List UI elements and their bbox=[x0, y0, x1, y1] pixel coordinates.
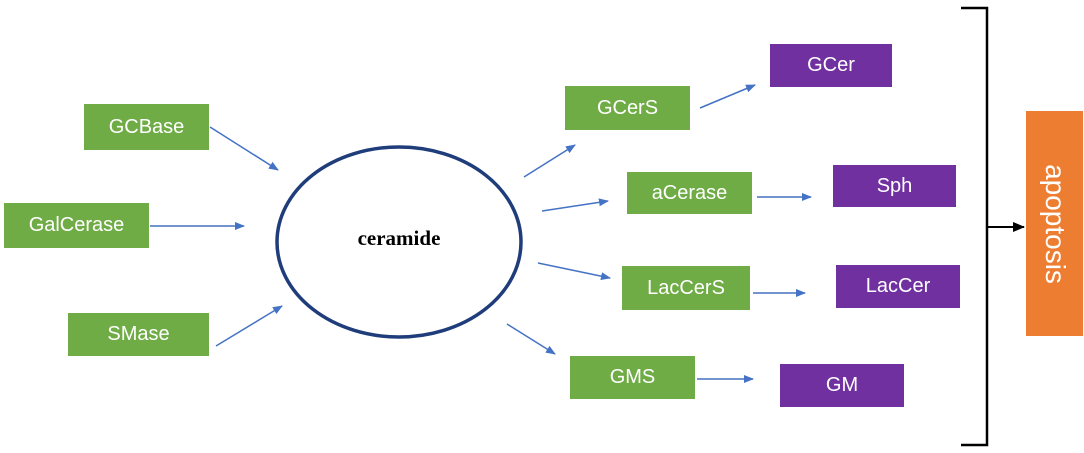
node-smase: SMase bbox=[68, 313, 209, 356]
node-gm: GM bbox=[780, 364, 904, 407]
node-sph: Sph bbox=[833, 165, 956, 207]
arrow-ceramide-to-laccers bbox=[537, 262, 611, 281]
node-acerase: aCerase bbox=[627, 172, 752, 214]
node-laccers: LacCerS bbox=[622, 266, 750, 310]
node-gcers: GCerS bbox=[565, 86, 690, 130]
arrow-ceramide-to-gcers bbox=[523, 144, 576, 178]
ceramide-label: ceramide bbox=[357, 226, 441, 250]
node-apoptosis: apoptosis bbox=[1026, 111, 1083, 336]
apoptosis-label: apoptosis bbox=[1039, 163, 1071, 284]
products-bracket bbox=[961, 6, 989, 447]
arrow-ceramide-to-acerase bbox=[541, 198, 609, 212]
node-laccer: LacCer bbox=[836, 265, 960, 308]
node-gms: GMS bbox=[570, 356, 695, 399]
node-gcbase: GCBase bbox=[84, 104, 209, 150]
arrow-gcers-to-gcer bbox=[699, 84, 756, 109]
ceramide-ellipse bbox=[275, 145, 523, 339]
node-gcer: GCer bbox=[770, 44, 892, 87]
node-galcerase: GalCerase bbox=[4, 203, 149, 248]
arrow-smase-to-ceramide bbox=[215, 305, 283, 347]
arrow-gcbase-to-ceramide bbox=[209, 126, 279, 171]
arrow-ceramide-to-gms bbox=[506, 323, 556, 355]
